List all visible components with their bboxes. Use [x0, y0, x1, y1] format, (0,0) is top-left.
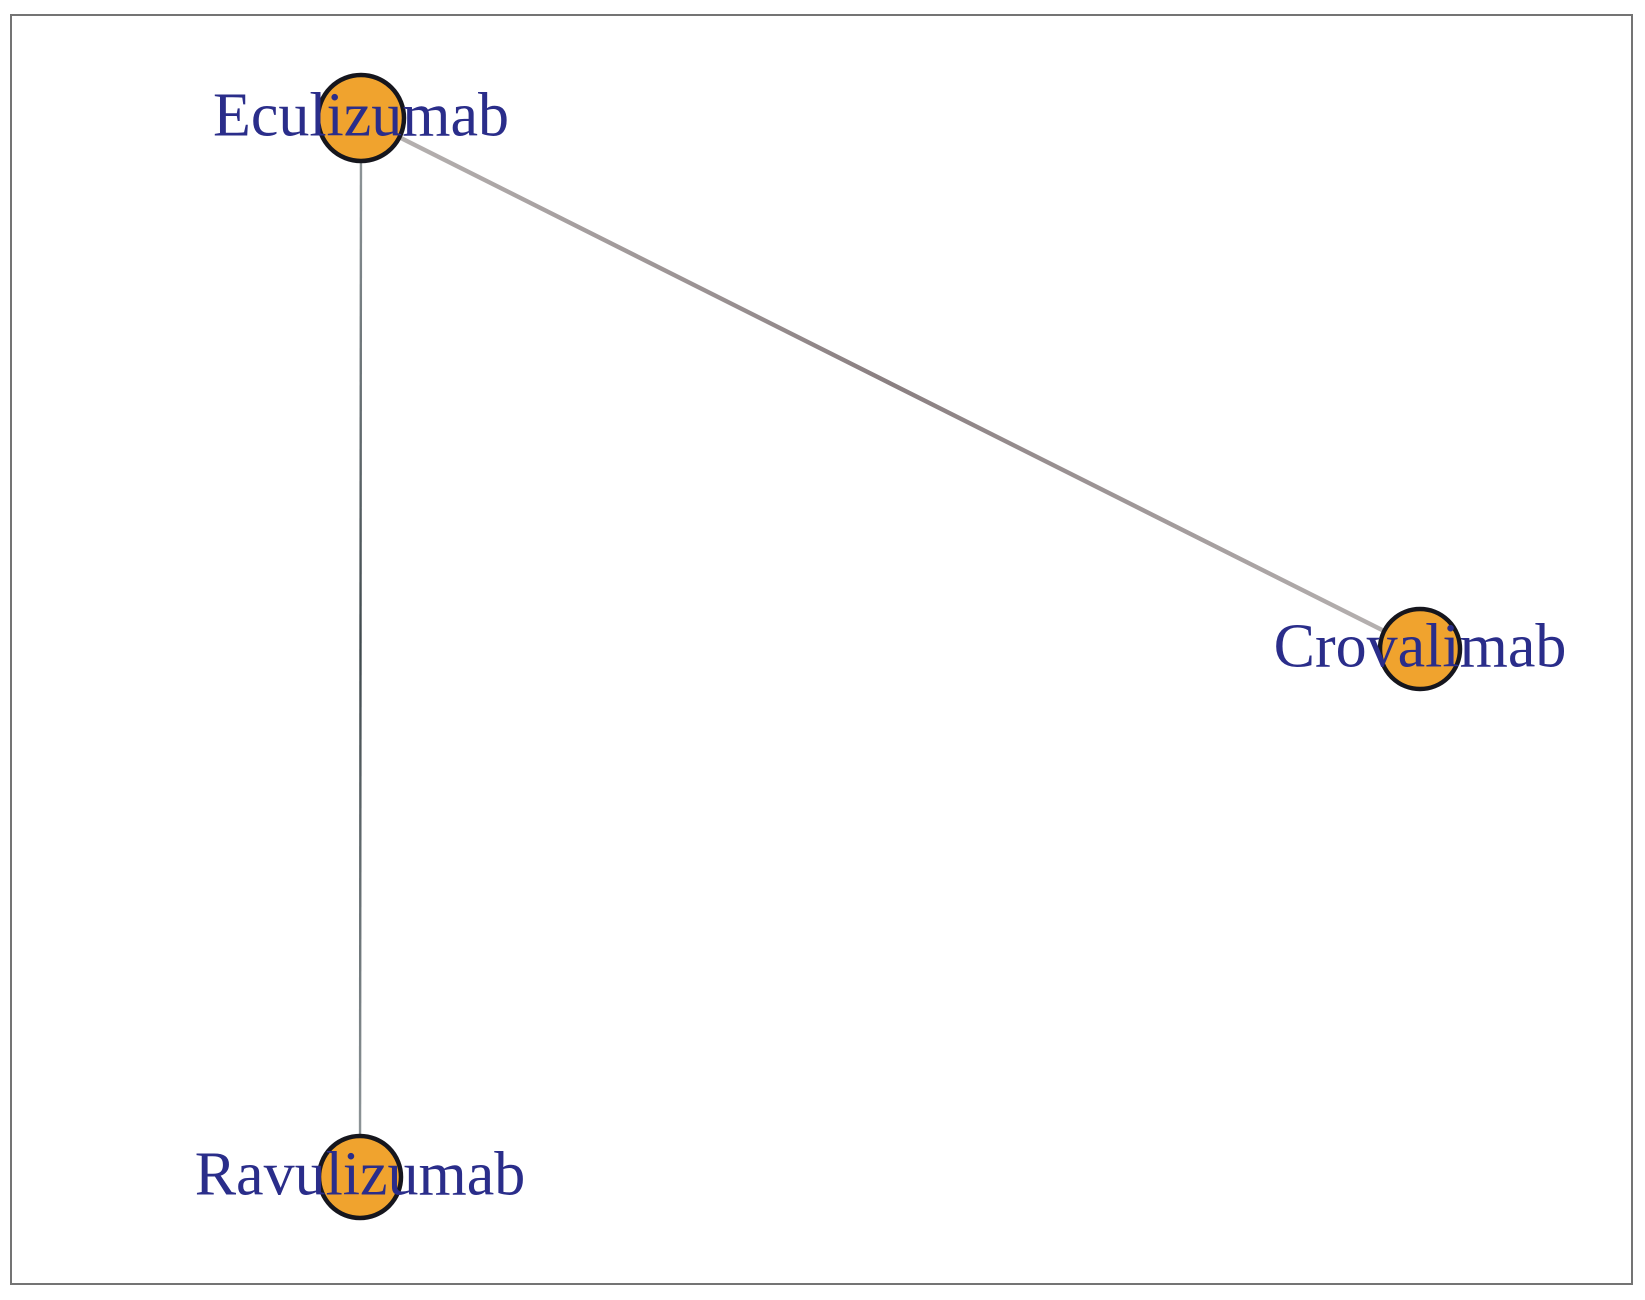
- edges-layer: [358, 116, 1421, 1178]
- figure-frame: [10, 14, 1633, 1285]
- node-label-crovalimab: Crovalimab: [1273, 612, 1567, 681]
- node-ravulizumab: [316, 1133, 404, 1221]
- nodes-layer: [315, 72, 1463, 1221]
- edge-eculizumab-ravulizumab: [358, 117, 363, 1178]
- node-label-eculizumab: Eculizumab: [212, 81, 510, 150]
- node-eculizumab: [315, 72, 407, 164]
- edge-eculizumab-crovalimab: [360, 116, 1421, 651]
- node-label-ravulizumab: Ravulizumab: [194, 1140, 526, 1209]
- node-crovalimab: [1377, 606, 1463, 692]
